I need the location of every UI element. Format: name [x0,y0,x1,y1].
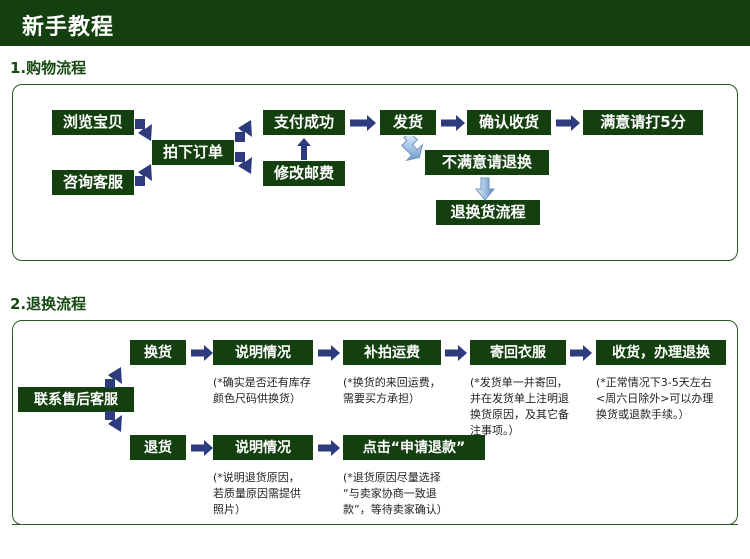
arrow-order-to-payment [235,120,252,142]
flow-box-explain-situation-2[interactable]: 说明情况 [213,435,313,460]
arrow-after-sales-to-exchange [105,367,122,388]
flow-box-contact-service[interactable]: 咨询客服 [52,170,134,195]
flow-box-confirm-receipt[interactable]: 确认收货 [467,110,551,135]
arrow-browse-to-order [135,119,152,141]
flow-box-rate-five-stars[interactable]: 满意请打5分 [583,110,703,135]
arrow-order-to-modify-shipping [235,152,252,174]
flow-box-unsatisfied-return[interactable]: 不满意请退换 [425,150,549,175]
note-handling-time: (*正常情况下3-5天左右 <周六日除外>可以办理 换货或退款手续。） [596,376,714,421]
arrow-send-back-to-receive [570,343,592,363]
flow-box-receive-and-handle[interactable]: 收货，办理退换 [596,340,726,365]
arrow-explain-to-apply-refund [318,438,340,458]
flow-box-return-process[interactable]: 退换货流程 [436,200,540,225]
arrow-exchange-to-explain [191,343,213,363]
flow-box-extra-shipping-fee[interactable]: 补拍运费 [343,340,441,365]
flow-box-exchange[interactable]: 换货 [130,340,186,365]
page-title: 新手教程 [22,15,115,40]
flow-box-click-apply-refund[interactable]: 点击“申请退款” [343,435,485,460]
flow-box-ship-goods[interactable]: 发货 [380,110,436,135]
section-title-return-flow: 2.退换流程 [10,295,87,313]
note-exchange-stock: (*确实是否还有库存 颜色尺码供换货） [213,376,311,405]
note-refund-selection: (*退货原因尽量选择 “与卖家协商一致退 款”，等待卖家确认） [343,471,448,516]
arrow3d-unsatisfied-to-return-process [474,177,496,201]
flow-box-refund[interactable]: 退货 [130,435,186,460]
arrow-service-to-order [135,164,152,186]
arrow-refund-to-explain [191,438,213,458]
arrow-after-sales-to-refund [105,411,122,432]
note-shipping-cost: (*换货的来回运费， 需要买方承担） [343,376,441,405]
flow-box-place-order[interactable]: 拍下订单 [152,140,234,165]
arrow-shipping-fee-to-send-back [445,343,467,363]
arrow-payment-to-ship [350,113,376,133]
arrow-modify-shipping-to-payment [296,138,312,160]
flow-box-contact-after-sales[interactable]: 联系售后客服 [18,387,134,412]
arrow-explain-to-shipping-fee [318,343,340,363]
flow-box-explain-situation-1[interactable]: 说明情况 [213,340,313,365]
flow-box-modify-shipping[interactable]: 修改邮费 [263,161,345,186]
footer-divider [12,524,738,525]
section-title-shopping-flow: 1.购物流程 [10,59,87,77]
arrow-confirm-to-rate [556,113,580,133]
note-send-back: (*发货单一并寄回， 并在发货单上注明退 换货原因，及其它备 注事项。） [470,376,569,437]
arrow3d-ship-to-unsatisfied [401,136,424,162]
flow-box-payment-success[interactable]: 支付成功 [263,110,345,135]
page-header-banner: 新手教程 [0,0,750,46]
flow-box-browse-item[interactable]: 浏览宝贝 [52,110,134,135]
flow-box-send-back-clothes[interactable]: 寄回衣服 [470,340,566,365]
note-refund-reason: (*说明退货原因， 若质量原因需提供 照片） [213,471,301,516]
arrow-ship-to-confirm [441,113,465,133]
